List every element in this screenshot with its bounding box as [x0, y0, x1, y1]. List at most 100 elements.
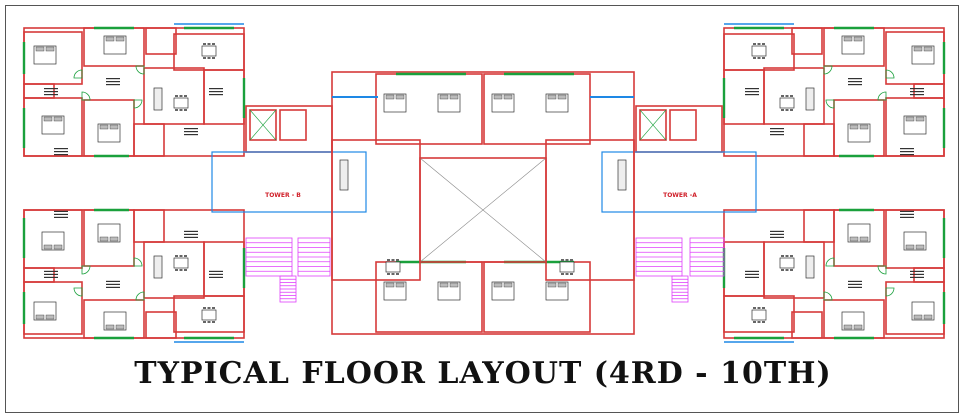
floor-plan-drawing: TOWER - B TOWER -A [22, 23, 946, 343]
flat-wing-top-left [22, 23, 246, 158]
room-label-mark [106, 280, 120, 282]
dining-table [385, 261, 401, 273]
pillow [105, 324, 115, 330]
lift-1 [249, 109, 277, 141]
room-label-mark [848, 280, 862, 282]
pillow [53, 244, 63, 250]
toilet [145, 27, 177, 55]
room-label-mark [54, 151, 68, 153]
lobby [601, 151, 757, 213]
room-label-mark [910, 88, 924, 90]
chair [184, 95, 187, 97]
room-label-mark [54, 154, 68, 156]
chair [387, 259, 390, 261]
chair [762, 43, 765, 45]
room-label-mark [209, 88, 223, 90]
chair [785, 109, 789, 111]
room-label-mark [209, 273, 223, 275]
room-label-mark [745, 276, 759, 278]
dining-table [779, 97, 795, 109]
toilet [791, 27, 823, 55]
room-label-mark [209, 91, 223, 93]
room-label-mark [848, 81, 862, 83]
room-label-mark [900, 148, 914, 150]
door-swing [823, 291, 833, 301]
chair [785, 255, 789, 257]
room-label-mark [184, 230, 198, 232]
chair [565, 259, 569, 261]
room-label-mark [745, 273, 759, 275]
door-swing [133, 257, 143, 267]
room-label-mark [54, 216, 68, 218]
room-label-mark [44, 94, 58, 96]
pillow [913, 46, 923, 52]
pillow [439, 94, 449, 100]
door-swing [133, 99, 143, 109]
toilet [133, 123, 165, 157]
living-room [763, 241, 825, 299]
tower-b-label: TOWER - B [265, 192, 301, 199]
room-label-mark [54, 148, 68, 150]
chair [757, 43, 761, 45]
room-label-mark [54, 213, 68, 215]
door-swing [135, 291, 145, 301]
room-label-mark [106, 84, 120, 86]
shaft-cross [419, 157, 547, 263]
flat-wing-bottom-right [722, 208, 946, 343]
central-block [331, 71, 635, 335]
sofa [617, 159, 627, 191]
pillow [843, 324, 853, 330]
pillow [547, 282, 557, 288]
chair [175, 269, 178, 271]
chair [790, 95, 793, 97]
balcony [332, 96, 378, 98]
lift-2 [279, 109, 307, 141]
central-outline [331, 71, 635, 335]
room-label-mark [745, 94, 759, 96]
pillow [849, 236, 859, 242]
pillow [493, 282, 503, 288]
room-label-mark [910, 91, 924, 93]
chair [757, 57, 761, 59]
tower-a-label: TOWER -A [663, 192, 697, 199]
lobby [211, 151, 367, 213]
chair [790, 269, 793, 271]
living-right [545, 139, 635, 281]
room-label-mark [910, 270, 924, 272]
door-swing [877, 265, 887, 275]
toilet [803, 209, 835, 243]
pillow [109, 236, 119, 242]
room-label-mark [184, 128, 198, 130]
sofa [805, 255, 815, 279]
door-swing [877, 91, 887, 101]
room-label-mark [44, 273, 58, 275]
room-label-mark [106, 78, 120, 80]
chair [753, 321, 756, 323]
pillow [45, 46, 55, 52]
chair [753, 57, 756, 59]
chair [781, 109, 784, 111]
toilet [791, 311, 823, 339]
chair [184, 109, 187, 111]
chair [179, 109, 183, 111]
room-label-mark [209, 94, 223, 96]
pillow [849, 124, 859, 130]
dining-table [201, 309, 217, 321]
sofa [153, 87, 163, 111]
chair [179, 255, 183, 257]
room-label-mark [184, 134, 198, 136]
pillow [449, 282, 459, 288]
dining-table [201, 45, 217, 57]
chair [781, 269, 784, 271]
door-swing [81, 265, 91, 275]
dining [203, 241, 245, 297]
room-label-mark [900, 154, 914, 156]
chair [565, 273, 569, 275]
pillow [395, 282, 405, 288]
chair [570, 273, 573, 275]
room-label-mark [770, 128, 784, 130]
room-label-mark [44, 88, 58, 90]
chair [570, 259, 573, 261]
pillow [905, 116, 915, 122]
pillow [923, 314, 933, 320]
